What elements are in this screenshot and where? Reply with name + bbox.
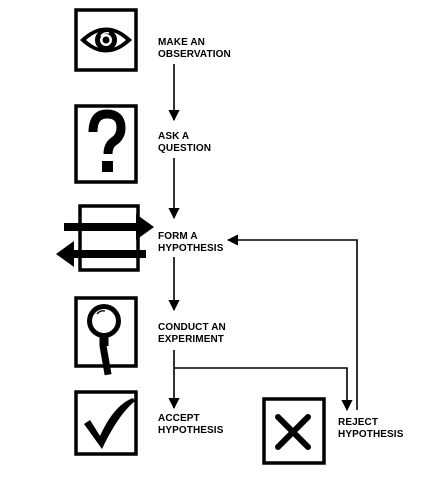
observation-label-line2: OBSERVATION	[158, 49, 231, 60]
accept-label-line2: HYPOTHESIS	[158, 425, 224, 436]
opposing-arrows-icon	[56, 214, 154, 267]
step-observation: MAKE AN OBSERVATION	[74, 8, 231, 72]
magnifying-glass-icon	[87, 304, 121, 376]
step-reject: REJECT HYPOTHESIS	[262, 397, 404, 465]
eye-icon	[80, 27, 132, 53]
experiment-label-line1: CONDUCT AN	[158, 322, 226, 333]
hypothesis-label-line2: HYPOTHESIS	[158, 243, 224, 254]
step-hypothesis: FORM A HYPOTHESIS	[56, 204, 224, 272]
step-accept: ACCEPT HYPOTHESIS	[74, 390, 224, 456]
checkmark-icon	[84, 398, 135, 449]
accept-label-line1: ACCEPT	[158, 413, 200, 424]
experiment-label-line2: EXPERIMENT	[158, 334, 224, 345]
reject-label-line1: REJECT	[338, 417, 378, 428]
question-label-line1: ASK A	[158, 131, 189, 142]
question-mark-icon	[88, 109, 126, 172]
hypothesis-box	[78, 204, 140, 272]
question-label-line2: QUESTION	[158, 143, 211, 154]
hypothesis-label-line1: FORM A	[158, 231, 198, 242]
observation-label-line1: MAKE AN	[158, 37, 205, 48]
step-question: ASK A QUESTION	[74, 104, 211, 184]
reject-label-line2: HYPOTHESIS	[338, 429, 404, 440]
arrow-experiment-to-reject	[174, 367, 353, 412]
arrow-reject-to-hypothesis	[226, 234, 358, 410]
x-mark-icon	[275, 414, 311, 450]
step-experiment: CONDUCT AN EXPERIMENT	[74, 296, 226, 376]
